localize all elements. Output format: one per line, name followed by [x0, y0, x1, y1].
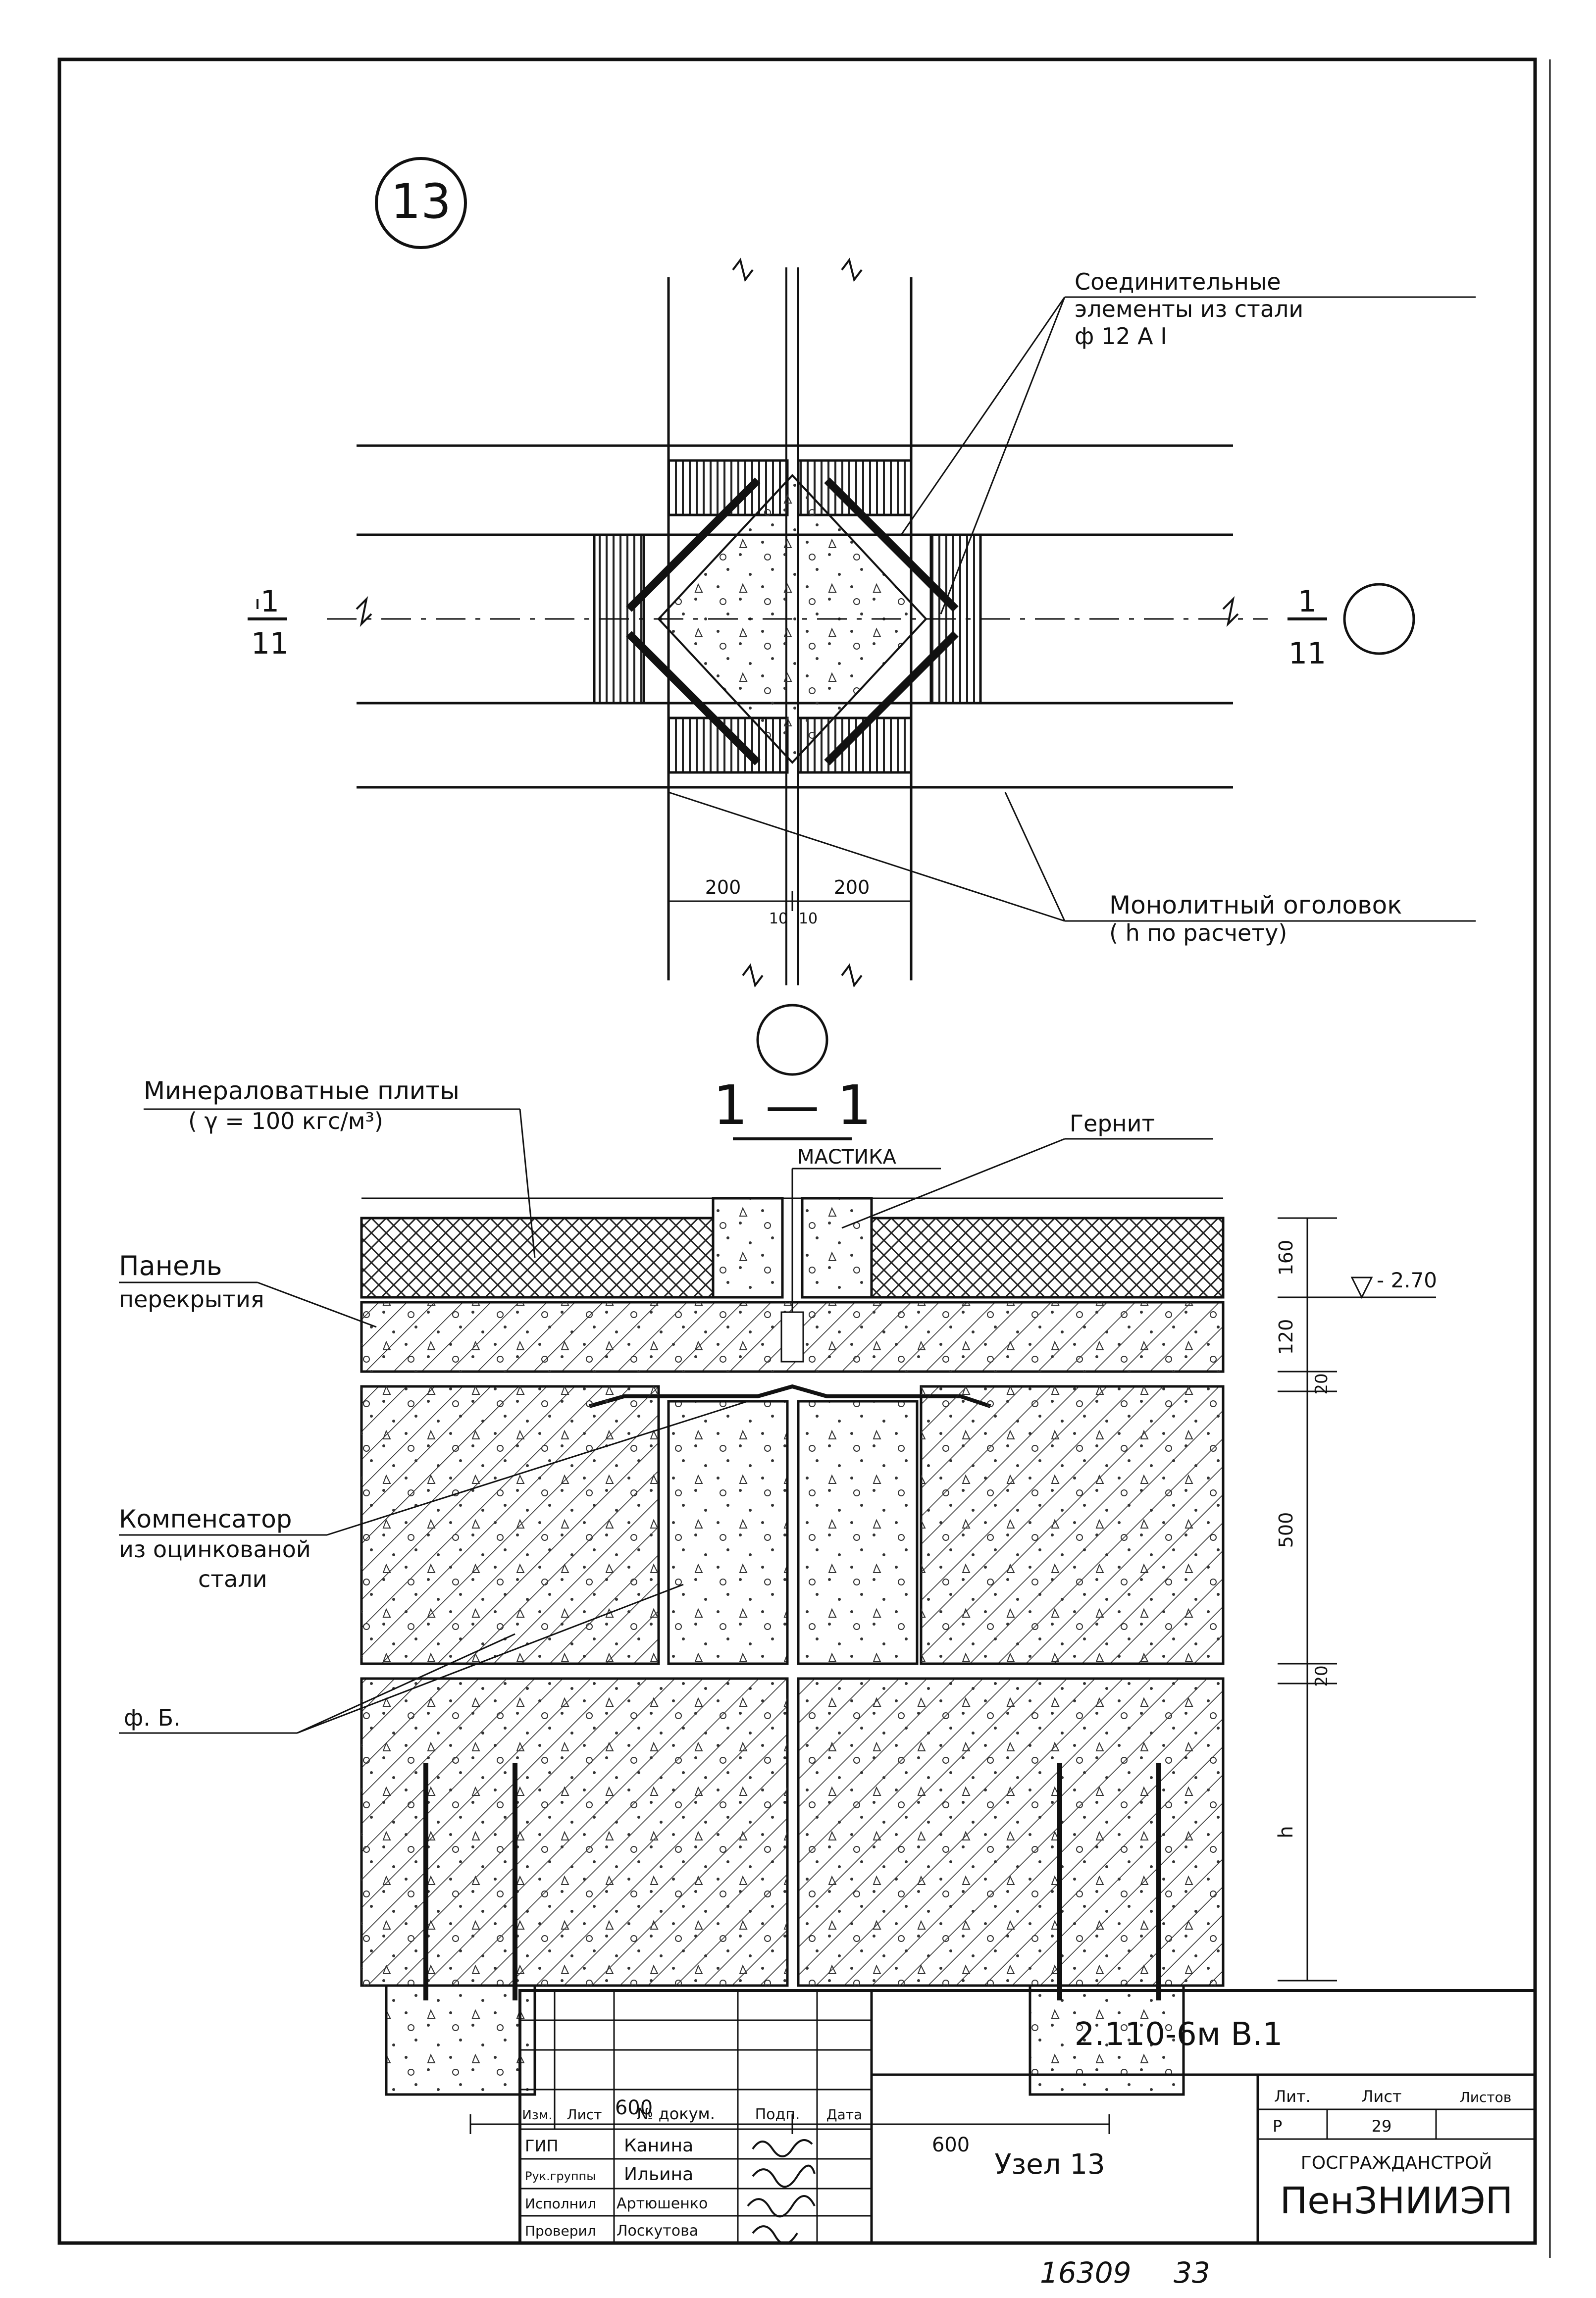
mineral-wool-left: [360, 1217, 715, 1299]
node-badge-circle: [375, 157, 467, 249]
connector-label-line1: Соединительные: [1075, 268, 1281, 295]
signature-group: [752, 2164, 816, 2188]
mineral-wool-right: [870, 1217, 1225, 1299]
col-sign: Подп.: [755, 2106, 800, 2123]
cap-label-line2: ( h по расчету): [1109, 919, 1287, 946]
role-group: Рук.группы: [525, 2169, 596, 2183]
name-gip: Канина: [624, 2136, 693, 2156]
section-mark-left-top: 1: [260, 584, 279, 619]
dim-600-right: 600: [932, 2134, 970, 2156]
col-date: Дата: [826, 2106, 863, 2123]
name-checker: Лоскутова: [617, 2222, 698, 2240]
name-executor: Артюшенко: [617, 2195, 708, 2212]
list-value: 29: [1372, 2117, 1392, 2136]
monolith-right: [797, 1400, 919, 1665]
fb-label: ф. Б.: [124, 1704, 181, 1731]
list-header: Лист: [1361, 2087, 1401, 2106]
drawing-title: Узел 13: [994, 2148, 1105, 2181]
plan-view: 13 1 11: [248, 157, 1476, 1076]
org-top: ГОСГРАЖДАНСТРОЙ: [1301, 2152, 1492, 2173]
dim-600-left: 600: [615, 2096, 653, 2119]
cap-label-line1: Монолитный оголовок: [1109, 891, 1402, 919]
role-checker: Проверил: [525, 2223, 596, 2239]
section-mark-right-bottom: 11: [1288, 636, 1326, 671]
section-title: 1 — 1: [713, 1073, 872, 1137]
role-executor: Исполнил: [525, 2196, 596, 2212]
lit-header: Лит.: [1274, 2087, 1311, 2106]
mastic-label: МАСТИКА: [797, 1146, 897, 1169]
dim-10-right: 10: [799, 910, 818, 927]
dim-10-left: 10: [769, 910, 788, 927]
lit-value: Р: [1273, 2117, 1282, 2136]
node-badge-text: 13: [391, 174, 451, 229]
dim-200-left: 200: [705, 876, 741, 898]
dim-20-bottom: 20: [1312, 1665, 1332, 1686]
axis-bubble-right: [1343, 583, 1415, 655]
col-izm: Изм.: [522, 2108, 552, 2123]
footer-number-2: 33: [1174, 2256, 1210, 2290]
dim-20-top: 20: [1312, 1373, 1332, 1394]
connector-label-line3: ф 12 А I: [1075, 323, 1167, 350]
compensator-label-line2: из оцинкованой: [119, 1536, 311, 1563]
sealant-block-left: [712, 1197, 784, 1299]
section-view: 1 — 1: [119, 1073, 1436, 2156]
mineral-label-line2: ( γ = 100 кгс/м³): [188, 1108, 383, 1134]
connector-label-line2: элементы из стали: [1075, 296, 1303, 322]
section-labels: Минераловатные плиты ( γ = 100 кгс/м³) М…: [119, 1076, 1437, 1731]
signature-executor: [747, 2195, 816, 2218]
listov-header: Листов: [1460, 2089, 1512, 2105]
sealant-block-right: [801, 1197, 873, 1299]
dim-200-right: 200: [834, 876, 870, 898]
footer-number-1: 16309: [1040, 2256, 1132, 2290]
dim-500: 500: [1275, 1512, 1297, 1548]
signature-checker: [752, 2225, 798, 2245]
col-list: Лист: [567, 2106, 602, 2123]
mineral-label-line1: Минераловатные плиты: [144, 1076, 460, 1105]
name-group: Ильина: [624, 2164, 693, 2185]
title-block-text: Изм. Лист № докум. Подп. Дата ГИП Канина…: [522, 2016, 1513, 2245]
panel-label-line2: перекрытия: [119, 1286, 264, 1313]
plan-labels: Соединительные элементы из стали ф 12 А …: [1075, 268, 1402, 946]
dim-160: 160: [1275, 1240, 1297, 1276]
joint-insert: [780, 1311, 804, 1363]
level-mark-label: - 2.70: [1377, 1268, 1437, 1292]
org-name: ПенЗНИИЭП: [1280, 2180, 1513, 2222]
section-mark-left-bottom: 11: [251, 626, 289, 661]
document-code: 2.110-6м В.1: [1075, 2016, 1283, 2053]
axis-bubble-bottom: [756, 1004, 828, 1076]
pile-left: [385, 1984, 536, 2096]
dim-120: 120: [1275, 1319, 1297, 1355]
role-gip: ГИП: [525, 2137, 559, 2155]
pile-right: [1029, 1984, 1185, 2096]
compensator-label-line3: стали: [198, 1566, 267, 1592]
dim-h: h: [1275, 1826, 1297, 1838]
signature-gip: [752, 2139, 813, 2157]
panel-label-line1: Панель: [119, 1250, 222, 1281]
section-mark-right-top: 1: [1298, 584, 1317, 619]
gernit-label: Гернит: [1070, 1110, 1155, 1137]
compensator-label-line1: Компенсатор: [119, 1505, 292, 1533]
col-doc: № докум.: [637, 2104, 715, 2123]
monolith-left: [667, 1400, 789, 1665]
title-block: [518, 1989, 1537, 2245]
